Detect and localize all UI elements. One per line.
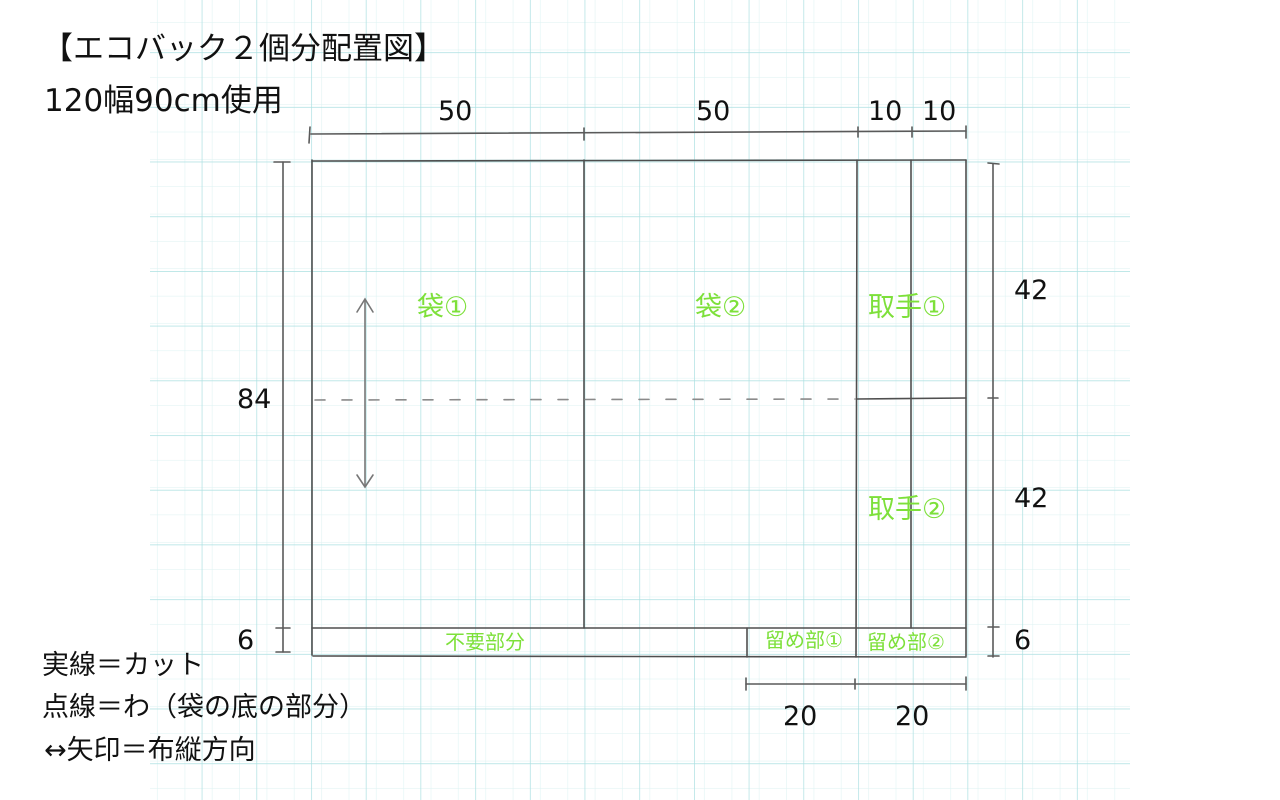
dim-right-strip: 6: [1014, 625, 1032, 656]
left-dimension-line: [273, 161, 291, 653]
right-dimension-line: [987, 162, 1000, 658]
piece-label-fastener2: 留め部②: [867, 630, 945, 654]
dim-top-bag1: 50: [438, 96, 473, 127]
dim-bottom-fastener1: 20: [783, 701, 818, 732]
dim-right-lower: 42: [1014, 483, 1049, 514]
fabric-outline: [311, 159, 967, 658]
legend-dotted-line: 点線＝わ（袋の底の部分）: [42, 692, 366, 723]
dim-top-handle2: 10: [922, 96, 957, 127]
top-dimension-line: [308, 125, 967, 144]
dim-top-handle1: 10: [868, 96, 903, 127]
dim-top-bag2: 50: [696, 96, 731, 127]
dim-left-height: 84: [237, 384, 272, 415]
piece-label-bag1: 袋①: [417, 292, 469, 323]
grain-arrow-icon: [356, 297, 374, 489]
fold-dotted-line: [314, 398, 856, 401]
fabric-spec: 120幅90cm使用: [44, 83, 283, 119]
piece-label-handle2: 取手②: [868, 494, 947, 525]
dim-right-upper: 42: [1014, 275, 1049, 306]
page-title: 【エコバック２個分配置図】: [42, 31, 445, 67]
bottom-dimension-line: [745, 676, 967, 691]
legend-arrow: ↔矢印＝布縦方向: [44, 735, 256, 766]
piece-label-handle1: 取手①: [868, 292, 947, 323]
piece-label-bag2: 袋②: [695, 292, 747, 323]
piece-label-fastener1: 留め部①: [765, 628, 843, 652]
piece-label-waste: 不要部分: [445, 630, 525, 654]
dim-bottom-fastener2: 20: [895, 701, 930, 732]
legend-solid-line: 実線＝カット: [42, 650, 204, 681]
dim-left-strip: 6: [237, 625, 255, 656]
